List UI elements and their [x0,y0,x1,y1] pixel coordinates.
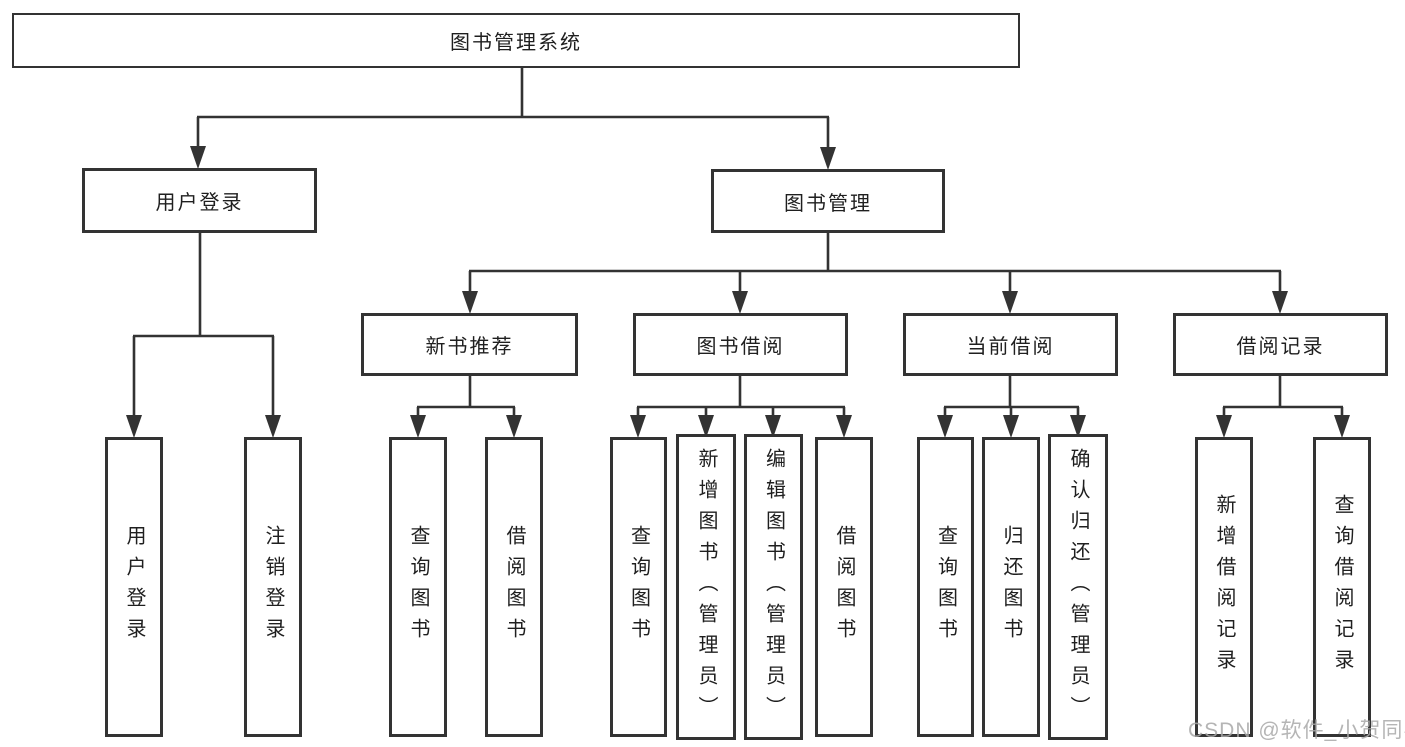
node-book-borrow: 图书借阅 [633,313,848,376]
leaf-query-books-1: 查询图书 [389,437,447,737]
leaf-return-book: 归还图书 [982,437,1040,737]
leaf-edit-book-admin: 编辑图书（管理员） [744,434,803,740]
node-new-book-recommend: 新书推荐 [361,313,578,376]
leaf-confirm-return-admin: 确认归还（管理员） [1048,434,1108,740]
node-root-system: 图书管理系统 [12,13,1020,68]
leaf-user-login: 用户登录 [105,437,163,737]
leaf-query-books-3: 查询图书 [917,437,974,737]
leaf-borrow-books-2: 借阅图书 [815,437,873,737]
leaf-add-book-admin: 新增图书（管理员） [676,434,736,740]
node-book-management: 图书管理 [711,169,945,233]
leaf-logout-login: 注销登录 [244,437,302,737]
node-current-borrow: 当前借阅 [903,313,1118,376]
leaf-query-borrow-record: 查询借阅记录 [1313,437,1371,737]
leaf-add-borrow-record: 新增借阅记录 [1195,437,1253,737]
node-user-login: 用户登录 [82,168,317,233]
watermark: CSDN @软件_小贺同学 [1188,719,1405,742]
leaf-borrow-books-1: 借阅图书 [485,437,543,737]
leaf-query-books-2: 查询图书 [610,437,667,737]
node-borrow-records: 借阅记录 [1173,313,1388,376]
